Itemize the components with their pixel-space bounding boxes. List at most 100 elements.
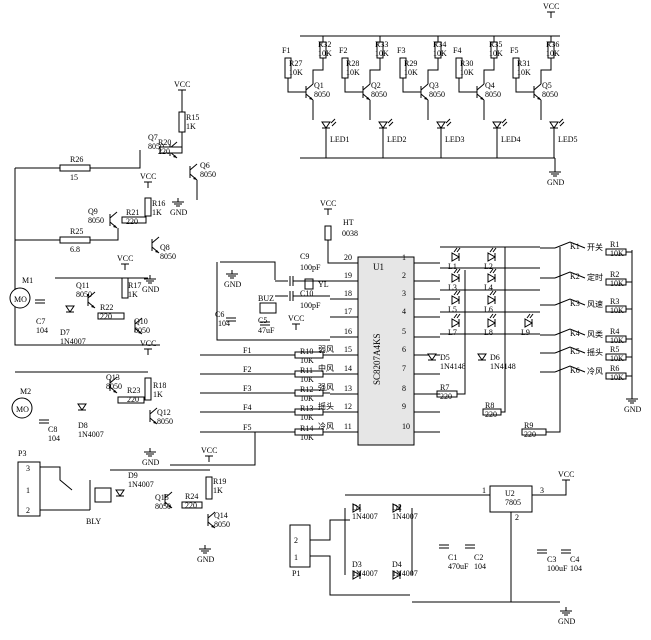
- led-pull-res-line0: R33: [375, 40, 388, 49]
- cap-c8-line0: C8: [48, 425, 57, 434]
- led-port-label: F4: [453, 46, 461, 55]
- led-label: LED2: [387, 135, 407, 144]
- res-r26-val: 15: [70, 173, 78, 182]
- res-r25: R25: [70, 227, 83, 236]
- matrix-led-label: L1: [448, 262, 457, 271]
- ic-left-pin: 20: [344, 253, 352, 262]
- vcc-label: VCC: [117, 254, 133, 263]
- res-r19-line0: R19: [213, 477, 226, 486]
- regulator-u2-line1: 7805: [505, 498, 521, 507]
- transistor-q13-line1: 8050: [106, 382, 122, 391]
- led-base-res-line0: R27: [289, 59, 302, 68]
- vcc-label: VCC: [320, 199, 336, 208]
- signal-port-label: F2: [243, 365, 251, 374]
- led-label: LED5: [558, 135, 578, 144]
- cap-c6: C6: [215, 310, 224, 319]
- led-driver-array: VCCF1R2710KR3210KQ18050LED1F2R2810KR3310…: [282, 2, 578, 187]
- transistor-q8-line1: 8050: [160, 252, 176, 261]
- led-port-label: F5: [510, 46, 518, 55]
- res-r25-val: 6.8: [70, 245, 80, 254]
- led-base-res-line0: R29: [404, 59, 417, 68]
- connector-p1: P1: [292, 569, 300, 578]
- key-label: 风速: [587, 300, 603, 309]
- connector-p3: P3: [18, 449, 26, 458]
- led-label: LED4: [501, 135, 521, 144]
- led-transistor-line1: 8050: [429, 90, 445, 99]
- ic-left-pin: 18: [344, 289, 352, 298]
- key-label: 摇头: [587, 347, 603, 357]
- gnd-label: GND: [142, 458, 160, 467]
- cap-c3-line0: C3: [547, 555, 556, 564]
- cap-c1-line0: C1: [448, 553, 457, 562]
- gnd-label: GND: [558, 617, 576, 626]
- key-res-line0: R4: [610, 327, 619, 336]
- mcu-left-peripherals: VCCHT0038GNDC9100pFYLC10100pFBUZC547uFC6…: [170, 199, 358, 466]
- led-transistor-line1: 8050: [371, 90, 387, 99]
- ic-left-pin: 14: [344, 364, 352, 373]
- connector-p3-pin: 1: [26, 486, 30, 495]
- res-r22-line1: 220: [100, 312, 112, 321]
- led-port-label: F3: [397, 46, 405, 55]
- transistor-q14-line1: 8050: [214, 520, 230, 529]
- transistor-q7-line1: 8050: [148, 142, 164, 151]
- diode-d8-line0: D8: [78, 421, 88, 430]
- transistor-q11-line1: 8050: [76, 290, 92, 299]
- transistor-q11-line0: Q11: [76, 281, 89, 290]
- gnd-label: GND: [170, 208, 188, 217]
- led-pull-res-line1: 10K: [433, 49, 447, 58]
- key-res-line0: R1: [610, 240, 619, 249]
- cap-c7-line0: C7: [36, 317, 45, 326]
- ic-right-pin: 10: [402, 422, 410, 431]
- buzzer-buz: BUZ: [258, 294, 274, 303]
- diode-d5-line1: 1N4148: [440, 362, 466, 371]
- transistor-q10-line1: 8050: [134, 326, 150, 335]
- transistor-q14-line0: Q14: [214, 511, 228, 520]
- matrix-led-label: L9: [521, 328, 530, 337]
- res-r8-line0: R8: [485, 401, 494, 410]
- res-r8-line1: 220: [485, 410, 497, 419]
- led-base-res-line0: R31: [517, 59, 530, 68]
- led-transistor-line1: 8050: [314, 90, 330, 99]
- transistor-q8-line0: Q8: [160, 243, 170, 252]
- crystal-yl: YL: [318, 280, 329, 289]
- diode-d2-line1: 1N4007: [392, 512, 418, 521]
- relay-section: P3312BLYD91N4007VCCR191KQ158050R24220Q14…: [17, 446, 230, 564]
- connector-p3-pin: 2: [26, 506, 30, 515]
- transistor-q12-line0: Q12: [157, 408, 171, 417]
- led-pull-res-line1: 10K: [318, 49, 332, 58]
- signal-res-line0: R12: [300, 385, 313, 394]
- ic-right-pin: 1: [402, 253, 406, 262]
- res-r7-line0: R7: [440, 383, 449, 392]
- vcc-label: VCC: [201, 446, 217, 455]
- cap-c5-value: 47uF: [258, 326, 275, 335]
- transistor-q9-line0: Q9: [88, 207, 98, 216]
- regulator-pin1: 1: [482, 486, 486, 495]
- ic-left-pin: 13: [344, 384, 352, 393]
- gnd-label: GND: [197, 555, 215, 564]
- led-pull-res-line1: 10K: [375, 49, 389, 58]
- diode-d1-line1: 1N4007: [352, 512, 378, 521]
- led-base-res-line1: 10K: [517, 68, 531, 77]
- matrix-led-label: L6: [484, 305, 493, 314]
- signal-func-label: 冷风: [318, 421, 334, 431]
- signal-res-line1: 10K: [300, 375, 314, 384]
- key-res-line1: 10K: [610, 373, 624, 382]
- transistor-q12-line1: 8050: [157, 417, 173, 426]
- led-pull-res-line0: R34: [433, 40, 446, 49]
- key-res-line1: 10K: [610, 249, 624, 258]
- ic-left-pin: 19: [344, 271, 352, 280]
- res-r21-line0: R21: [126, 208, 139, 217]
- res-r24-line0: R24: [185, 492, 198, 501]
- ic-right-pin: 9: [402, 402, 406, 411]
- led-base-res-line1: 10K: [346, 68, 360, 77]
- connector-p1-pin: 1: [294, 553, 298, 562]
- led-transistor-line0: Q1: [314, 81, 324, 90]
- cap-c9: C9: [300, 252, 309, 261]
- transistor-q13-line0: Q13: [106, 373, 120, 382]
- cap-c6-value: 104: [218, 319, 230, 328]
- cap-c4-line0: C4: [570, 555, 579, 564]
- led-label: LED1: [330, 135, 350, 144]
- matrix-led-label: L2: [484, 262, 493, 271]
